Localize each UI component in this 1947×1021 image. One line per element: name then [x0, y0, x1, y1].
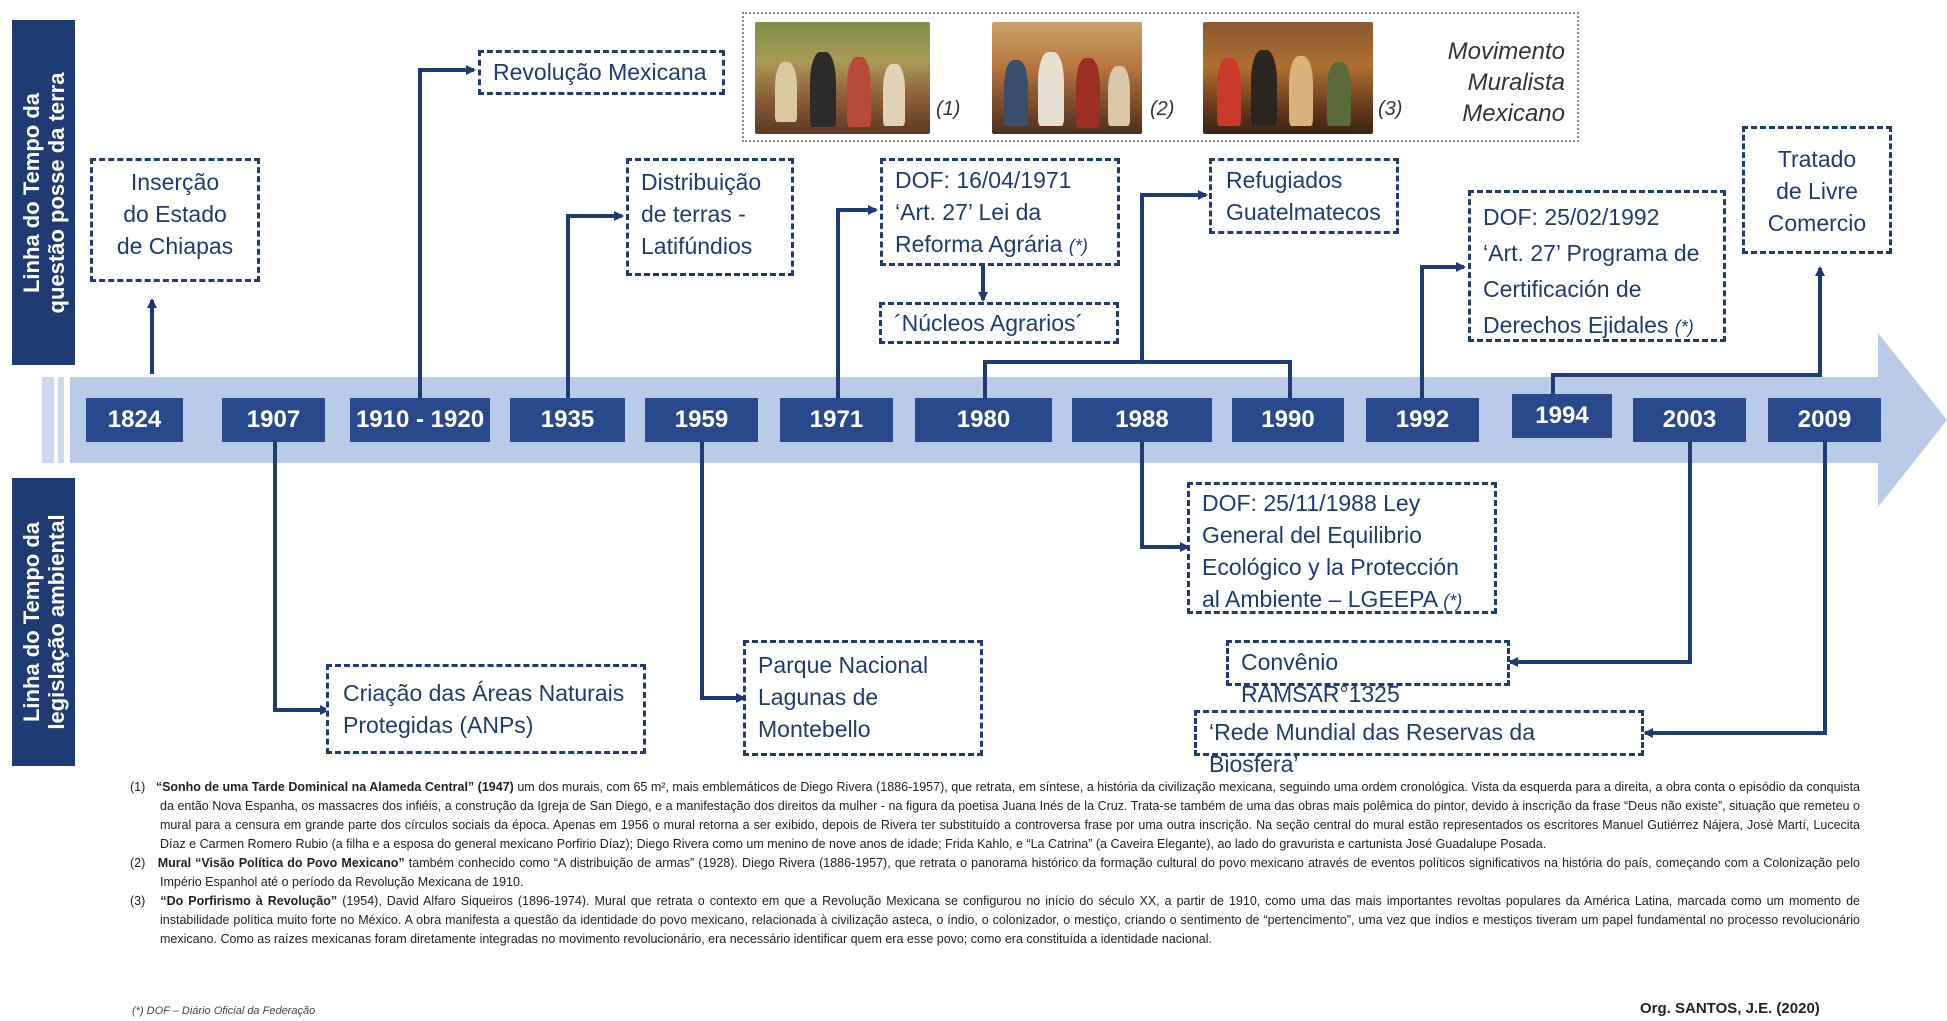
note-3: (3) “Do Porfirismo à Revolução” (1954), … [130, 892, 1860, 949]
event-dof-1971-line2: ‘Art. 27’ Lei da [895, 199, 1042, 225]
event-refugiados-line1: Refugiados [1226, 167, 1343, 193]
event-distribuicao-terras: Distribuição de terras - Latifúndios [626, 158, 794, 276]
event-tratado-line1: Tratado [1777, 146, 1857, 172]
event-dof-1992: DOF: 25/02/1992 ‘Art. 27’ Programa de Ce… [1468, 190, 1726, 342]
mural-label-3: (3) [1378, 98, 1403, 120]
murals-title-line3: Mexicano [1462, 100, 1565, 127]
note-3-text: (1954), David Alfaro Siqueiros (1896-197… [160, 894, 1860, 946]
event-chiapas: Inserção do Estado de Chiapas [90, 158, 260, 282]
event-revolucao-mexicana: Revolução Mexicana [478, 50, 725, 95]
event-tratado-line2: de Livre [1776, 178, 1858, 204]
event-tratado-livre-comercio: Tratado de Livre Comercio [1742, 126, 1892, 254]
year-1959: 1959 [645, 398, 758, 442]
note-1-num: (1) [130, 780, 146, 794]
year-1907: 1907 [222, 398, 325, 442]
mural-label-1: (1) [936, 98, 961, 120]
event-dof-1971-line1: DOF: 16/04/1971 [895, 167, 1072, 193]
event-parque-line2: Lagunas de [758, 684, 879, 710]
year-1935: 1935 [510, 398, 625, 442]
mural-image-3 [1203, 22, 1373, 134]
note-2-num: (2) [130, 856, 146, 870]
event-dof-1992-line3: Certificación de [1483, 276, 1642, 302]
event-distribuicao-line3: Latifúndios [641, 233, 753, 259]
year-1988: 1988 [1072, 398, 1212, 442]
event-tratado-line3: Comercio [1767, 210, 1867, 236]
event-dof-1988-line4: al Ambiente – LGEEPA [1202, 586, 1437, 612]
note-3-title: “Do Porfirismo à Revolução” [160, 894, 338, 908]
event-distribuicao-line1: Distribuição [641, 169, 762, 195]
event-chiapas-line2: do Estado [123, 201, 227, 227]
event-anps: Criação das Áreas Naturais Protegidas (A… [326, 664, 646, 754]
event-dof-1988-line3: Ecológico y la Protección [1202, 554, 1459, 580]
event-dof-1992-line2: ‘Art. 27’ Programa de [1483, 240, 1700, 266]
year-1980: 1980 [915, 398, 1052, 442]
note-1-title: “Sonho de uma Tarde Dominical na Alameda… [155, 780, 514, 794]
event-parque-line1: Parque Nacional [758, 652, 929, 678]
event-ramsar: Convênio RAMSAR°1325 [1226, 640, 1510, 707]
event-dof-1971: DOF: 16/04/1971 ‘Art. 27’ Lei da Reforma… [880, 158, 1120, 266]
event-chiapas-line3: de Chiapas [116, 233, 234, 259]
event-dof-1988-mark: (*) [1443, 591, 1463, 611]
footnotes: (1) “Sonho de uma Tarde Dominical na Ala… [130, 778, 1860, 949]
event-dof-1988: DOF: 25/11/1988 Ley General del Equilibr… [1187, 482, 1497, 614]
event-refugiados-line2: Guatelmatecos [1226, 199, 1381, 225]
event-dof-1988-line1: DOF: 25/11/1988 Ley [1202, 490, 1421, 516]
note-2-title: Mural “Visão Política do Povo Mexicano” [157, 856, 405, 870]
murals-title: Movimento Muralista Mexicano [1420, 36, 1565, 129]
event-parque-line3: Montebello [758, 716, 871, 742]
note-2: (2) Mural “Visão Política do Povo Mexica… [130, 854, 1860, 892]
year-1994: 1994 [1512, 394, 1612, 438]
note-3-num: (3) [130, 894, 146, 908]
event-dof-1992-line4: Derechos Ejidales [1483, 312, 1669, 338]
event-dof-1992-line1: DOF: 25/02/1992 [1483, 204, 1660, 230]
event-nucleos-label: ´Núcleos Agrarios´ [894, 310, 1084, 336]
event-chiapas-line1: Inserção [130, 169, 220, 195]
year-1992: 1992 [1366, 398, 1479, 442]
year-1971: 1971 [780, 398, 893, 442]
event-dof-1971-mark: (*) [1068, 236, 1088, 256]
event-dof-1988-line2: General del Equilibrio [1202, 522, 1422, 548]
year-1824: 1824 [86, 398, 183, 442]
credit: Org. SANTOS, J.E. (2020) [1640, 1000, 1820, 1017]
event-anps-line2: Protegidas (ANPs) [343, 712, 534, 738]
year-1990: 1990 [1232, 398, 1344, 442]
footnote-dof: (*) DOF – Diário Oficial da Federação [132, 1005, 316, 1017]
year-1910-1920: 1910 - 1920 [350, 398, 490, 442]
event-rede-label: ‘Rede Mundial das Reservas da Biosfera’ [1209, 719, 1536, 777]
event-dof-1992-mark: (*) [1674, 317, 1694, 337]
note-1-text: um dos murais, com 65 m², mais emblemáti… [160, 780, 1861, 851]
event-ramsar-label: Convênio RAMSAR°1325 [1241, 649, 1400, 707]
event-nucleos-agrarios: ´Núcleos Agrarios´ [879, 302, 1119, 344]
murals-title-line2: Muralista [1467, 69, 1565, 96]
mural-label-2: (2) [1150, 98, 1175, 120]
mural-image-2 [992, 22, 1142, 134]
event-rede-mundial: ‘Rede Mundial das Reservas da Biosfera’ [1194, 710, 1644, 777]
murals-panel [742, 12, 1579, 142]
event-refugiados: Refugiados Guatelmatecos [1209, 158, 1399, 234]
mural-image-1 [755, 22, 930, 134]
murals-title-line1: Movimento [1447, 38, 1565, 65]
event-dof-1971-line3: Reforma Agrária [895, 231, 1063, 257]
year-2009: 2009 [1768, 398, 1881, 442]
year-2003: 2003 [1633, 398, 1746, 442]
event-parque-montebello: Parque Nacional Lagunas de Montebello [743, 640, 983, 756]
note-1: (1) “Sonho de uma Tarde Dominical na Ala… [130, 778, 1860, 854]
event-anps-line1: Criação das Áreas Naturais [343, 680, 625, 706]
event-distribuicao-line2: de terras - [641, 201, 746, 227]
event-revolucao-label: Revolução Mexicana [493, 59, 707, 85]
note-2-text: também conhecido como “A distribuição de… [160, 856, 1860, 889]
